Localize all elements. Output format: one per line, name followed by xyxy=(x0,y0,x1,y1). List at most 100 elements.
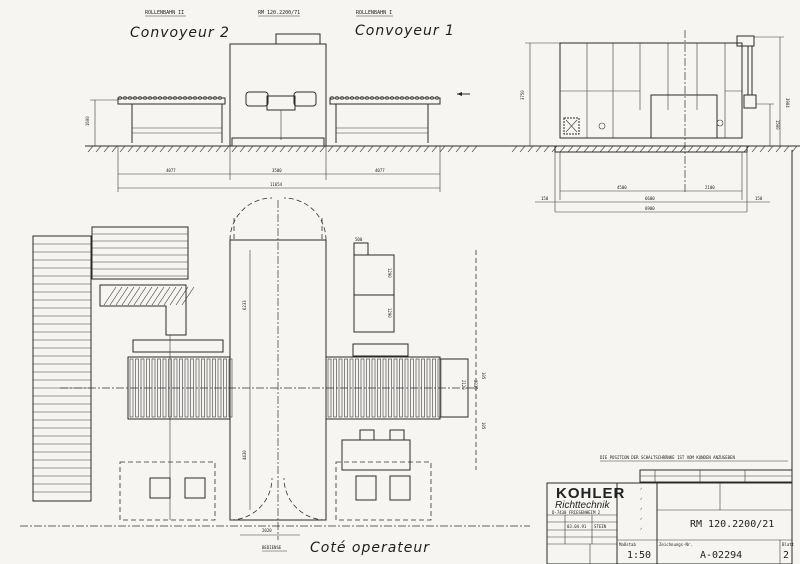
roller xyxy=(213,96,217,100)
ground-hatch-stroke xyxy=(671,145,678,153)
approval-check: ✓ xyxy=(640,496,643,501)
ground-hatch-stroke xyxy=(215,145,222,153)
ground-hatch-stroke xyxy=(263,145,270,153)
ground-hatch-stroke xyxy=(175,145,182,153)
roller xyxy=(335,96,339,100)
ground-hatch-stroke xyxy=(159,145,166,153)
ground-hatch-stroke xyxy=(191,145,198,153)
door-swings xyxy=(229,197,327,241)
plan-roller xyxy=(179,358,183,418)
ground-hatch-stroke xyxy=(295,145,302,153)
roller xyxy=(380,96,384,100)
ground-hatch-stroke xyxy=(391,145,398,153)
ground-hatch-stroke xyxy=(287,145,294,153)
roller xyxy=(153,96,157,100)
ground-hatch-stroke xyxy=(463,145,470,153)
plan-roller xyxy=(344,358,348,418)
roller xyxy=(330,96,334,100)
ground-hatch-stroke xyxy=(575,145,582,153)
dim-6900: 6900 xyxy=(645,206,655,211)
drawing-no-label: Zeichnungs-Nr. xyxy=(659,542,693,547)
ground-hatch-stroke xyxy=(423,145,430,153)
material-storage xyxy=(32,235,92,502)
plan-roller xyxy=(371,358,376,418)
ground-hatch-stroke xyxy=(511,145,518,153)
machine-housing xyxy=(229,43,327,147)
plan-roller xyxy=(399,358,403,418)
roller xyxy=(133,96,137,100)
roller xyxy=(123,96,127,100)
plan-roller xyxy=(157,358,161,418)
plan-roller xyxy=(162,358,167,418)
plan-roller xyxy=(223,358,227,418)
roller-head-right xyxy=(293,91,317,107)
ground-hatch-stroke xyxy=(335,145,342,153)
ground-hatch-stroke xyxy=(647,145,654,153)
roller xyxy=(395,96,399,100)
ground-hatch-stroke xyxy=(439,145,446,153)
hatch-stroke xyxy=(139,286,153,306)
hatch-stroke xyxy=(127,286,141,306)
ground-hatch xyxy=(87,145,478,153)
drawing-title: RM 120.2200/21 xyxy=(690,519,774,530)
label-rollenbahn-1: ROLLENBAHN I xyxy=(356,10,392,16)
roller xyxy=(173,96,177,100)
ground-hatch-stroke xyxy=(127,145,134,153)
ground-hatch-stroke xyxy=(695,145,702,153)
feed-direction-arrow-icon xyxy=(457,92,470,96)
ground-hatch-stroke xyxy=(135,145,142,153)
ground-hatch-stroke xyxy=(599,145,606,153)
roller xyxy=(143,96,147,100)
dim-cabinet-depth-1: 1290 xyxy=(387,268,392,278)
straightening-rolls xyxy=(266,95,296,111)
dim-overall-height: 3984 xyxy=(785,98,790,108)
ground-hatch-stroke xyxy=(767,145,774,153)
ground-hatch-stroke xyxy=(351,145,358,153)
dim-2020: 2020 xyxy=(262,528,272,533)
ground-hatch-stroke xyxy=(735,145,742,153)
label-bediense: BEDIENSE xyxy=(262,545,282,550)
ground-hatch-stroke xyxy=(607,145,614,153)
ground-hatch-stroke xyxy=(223,145,230,153)
ground-hatch-stroke xyxy=(87,145,94,153)
ground-hatch-stroke xyxy=(535,145,542,153)
ground-hatch-stroke xyxy=(255,145,262,153)
hatch-stroke xyxy=(115,286,129,306)
dim-conveyor-outer: 2330 xyxy=(473,380,478,390)
plate-stack xyxy=(91,226,189,280)
roller xyxy=(193,96,197,100)
roller xyxy=(198,96,202,100)
dim-conveyor-1-length: 4077 xyxy=(375,168,385,173)
dim-offset-top: 105 xyxy=(481,372,486,380)
ground-hatch-stroke xyxy=(279,145,286,153)
roller xyxy=(365,96,369,100)
ground-hatch-stroke xyxy=(655,145,662,153)
drawn-date: 03.04.91 xyxy=(567,524,587,529)
side-elevation: 3750 3984 1500 4500 2100 6600 6900 150 1… xyxy=(510,30,800,213)
roller xyxy=(425,96,429,100)
ground-hatch-stroke xyxy=(143,145,150,153)
plan-roller xyxy=(426,358,431,418)
plan-roller xyxy=(201,358,205,418)
ground-hatch-stroke xyxy=(231,145,238,153)
ground-hatch-stroke xyxy=(615,145,622,153)
ground-hatch-stroke xyxy=(327,145,334,153)
dim-machine-upper: 6233 xyxy=(242,300,247,310)
plan-roller xyxy=(206,358,211,418)
l-shaped-table xyxy=(99,284,187,336)
dim-conveyor-2-length: 4077 xyxy=(166,168,176,173)
plan-roller xyxy=(393,358,398,418)
fan-unit xyxy=(563,117,580,135)
front-elevation: 1600 4077 3500 4077 11654 xyxy=(85,33,800,192)
plan-roller xyxy=(415,358,420,418)
plan-roller xyxy=(217,358,222,418)
approval-check: ✓ xyxy=(640,506,643,511)
plan-roller xyxy=(151,358,156,418)
ground-hatch-stroke xyxy=(103,145,110,153)
ground-hatch-stroke xyxy=(199,145,206,153)
plan-roller xyxy=(432,358,436,418)
lower-table-right xyxy=(335,461,432,521)
company-subtitle: Richttechnik xyxy=(555,500,610,511)
